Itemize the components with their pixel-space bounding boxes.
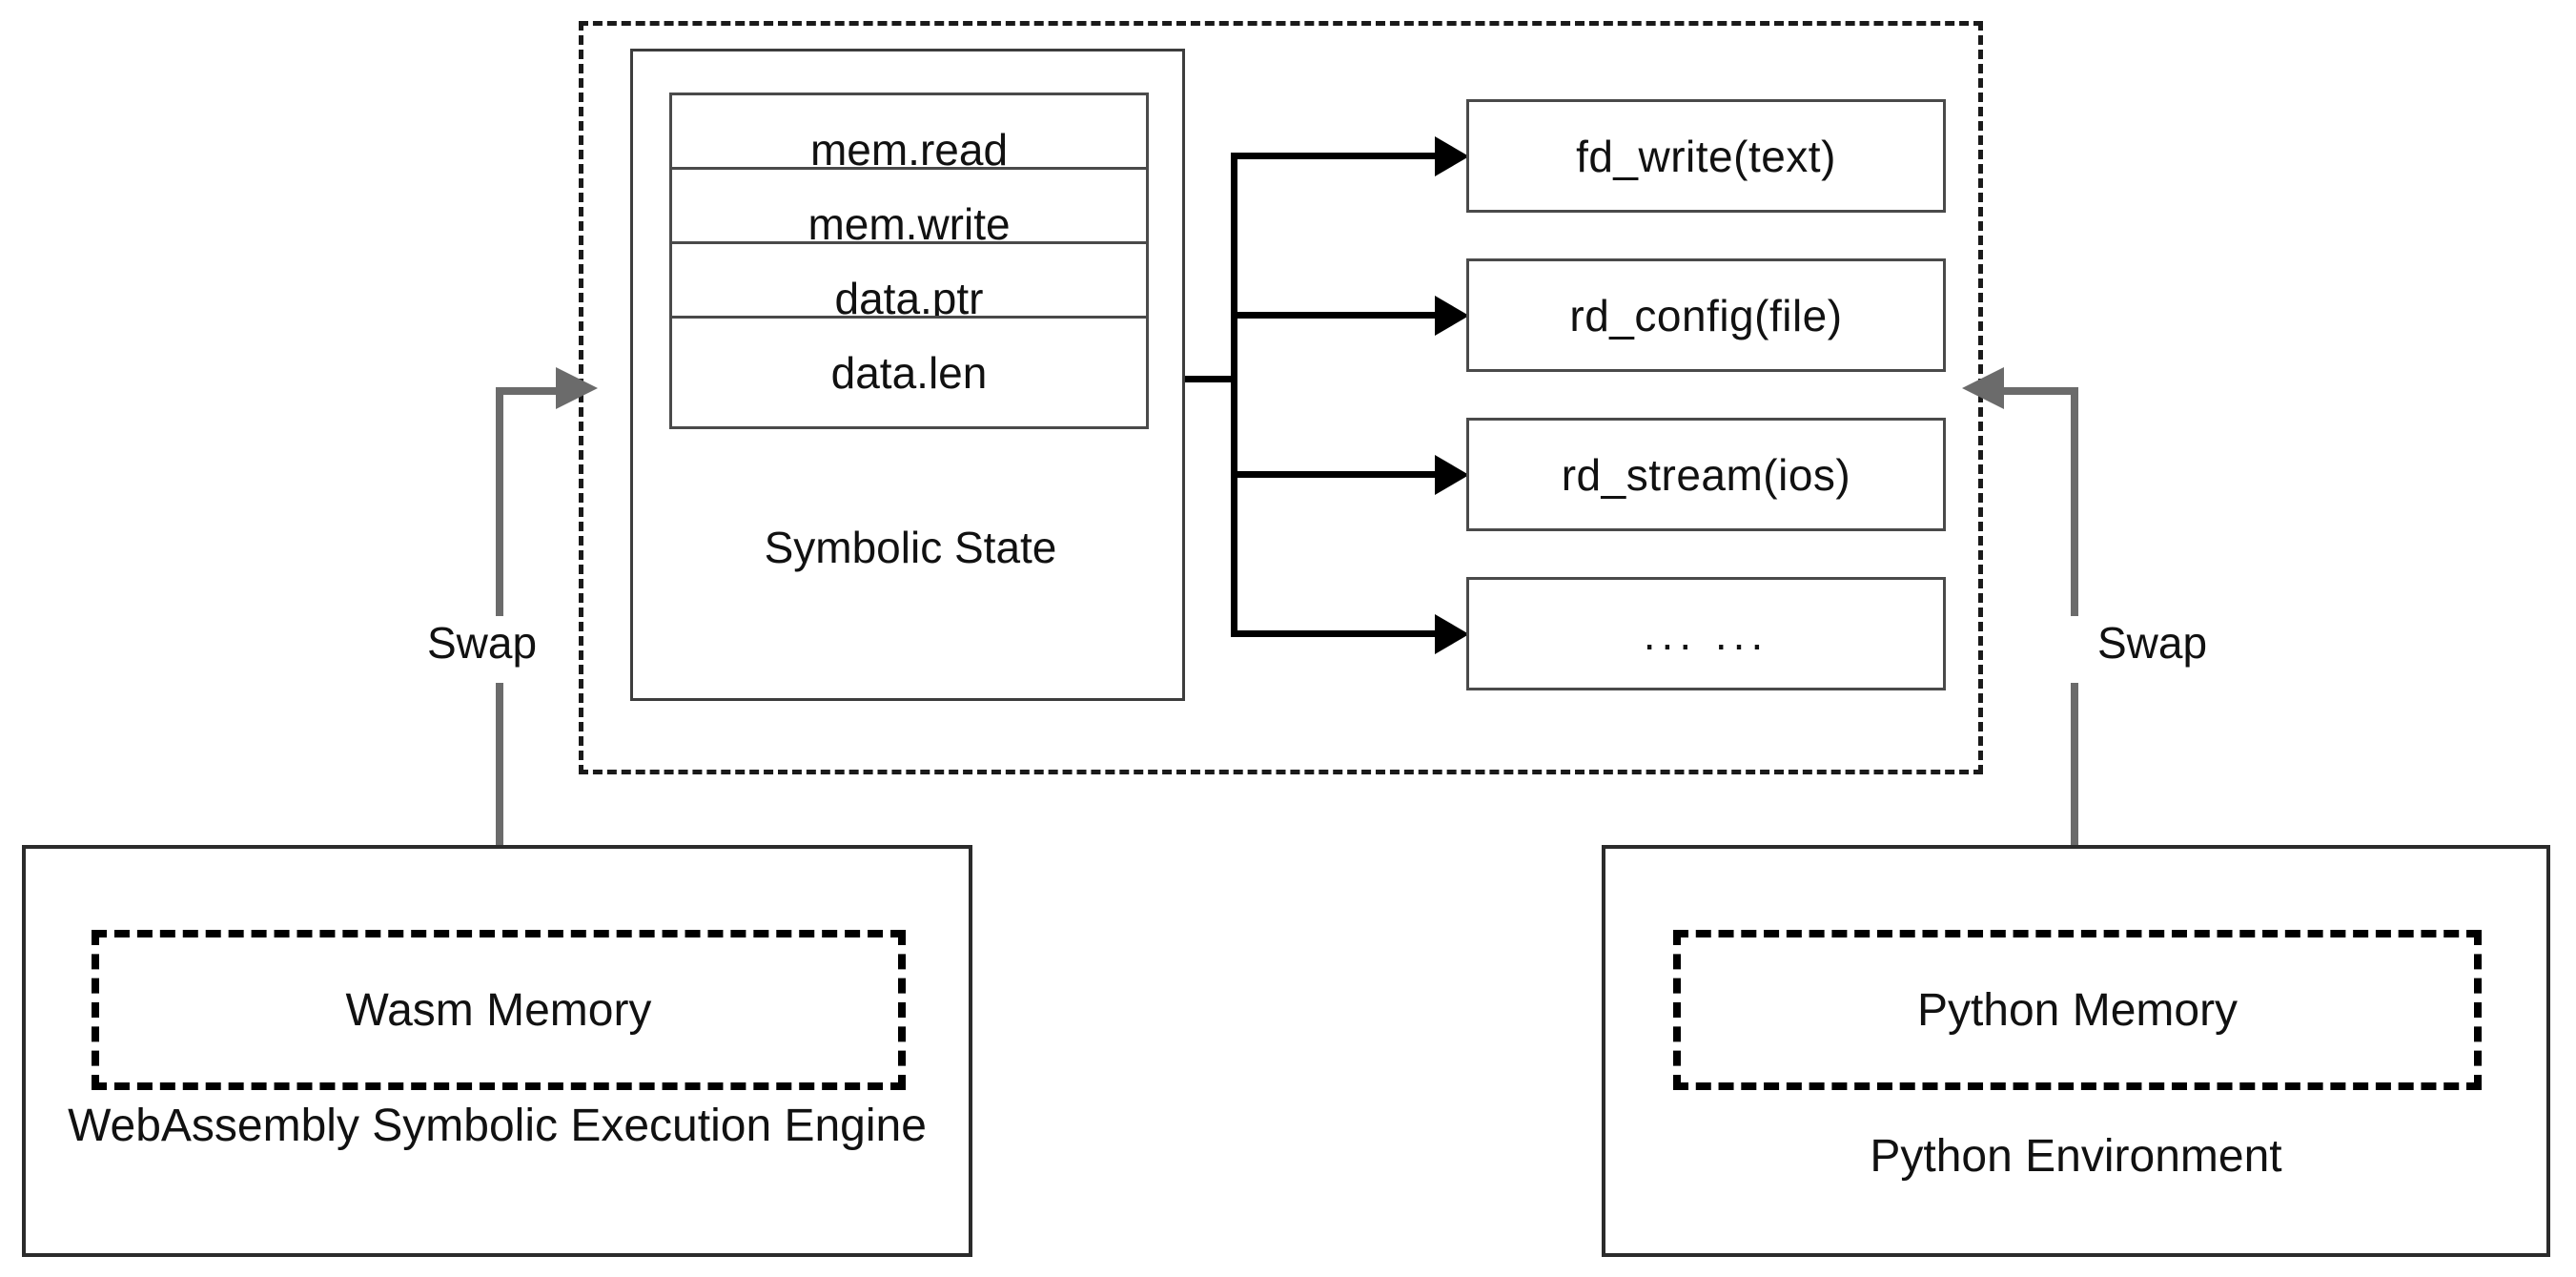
symbolic-state-label: Symbolic State	[764, 523, 1057, 572]
swap-right-label: Swap	[2090, 616, 2216, 669]
swap-left-lower-line	[496, 683, 503, 921]
api-box-rd-config: rd_config(file)	[1466, 258, 1946, 372]
api-box-ellipsis: ... ...	[1466, 577, 1946, 690]
arrow-right-icon-4	[1435, 614, 1469, 654]
wasm-engine-label: WebAssembly Symbolic Execution Engine	[68, 1101, 927, 1151]
swap-left-upper-line	[496, 387, 503, 616]
bracket-branch-1	[1231, 153, 1442, 159]
bracket-branch-3	[1231, 471, 1442, 478]
swap-left-label: Swap	[419, 616, 545, 669]
python-environment-label: Python Environment	[1870, 1131, 2282, 1182]
swap-right-horizontal-line	[2004, 387, 2078, 395]
python-memory-box: Python Memory	[1673, 930, 2482, 1090]
arrow-right-icon-3	[1435, 455, 1469, 495]
bracket-stub	[1185, 376, 1235, 382]
bracket-branch-4	[1231, 630, 1442, 637]
wasm-memory-box: Wasm Memory	[92, 930, 906, 1090]
swap-left-horizontal-line	[496, 387, 562, 395]
swap-left-arrow-up-icon	[556, 367, 598, 409]
arrow-right-icon-2	[1435, 296, 1469, 336]
swap-right-upper-line	[2071, 387, 2078, 616]
bracket-trunk	[1231, 155, 1237, 635]
api-box-fd-write: fd_write(text)	[1466, 99, 1946, 213]
api-box-rd-stream: rd_stream(ios)	[1466, 418, 1946, 531]
swap-right-lower-line	[2071, 683, 2078, 921]
state-field-data-len: data.len	[669, 316, 1149, 429]
bracket-branch-2	[1231, 312, 1442, 319]
arrow-right-icon-1	[1435, 136, 1469, 176]
swap-right-arrow-up-icon	[1962, 367, 2004, 409]
